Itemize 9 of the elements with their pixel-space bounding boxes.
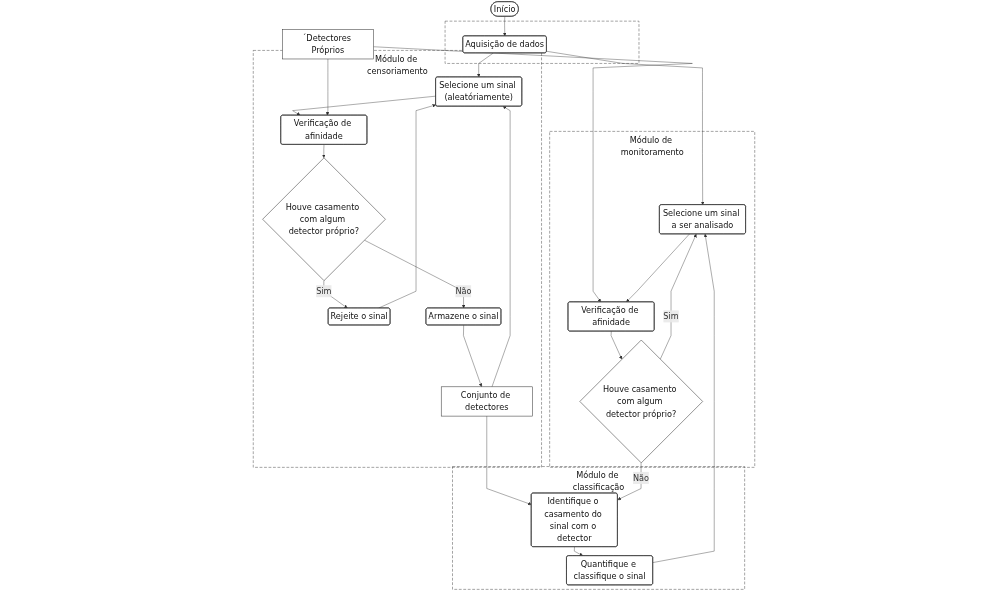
edge-label: Sim [316, 286, 332, 297]
node-diamond: Houve casamento com algum detector próprio? [579, 339, 703, 464]
edge-label: Não [455, 286, 472, 297]
node-diamond: Houve casamento com algum detector próprio? [262, 157, 386, 281]
cluster [444, 20, 640, 64]
node-box: ´Detectores Próprios [282, 29, 374, 60]
edge-label: Sim [663, 311, 679, 322]
edge-label: Não [633, 473, 650, 483]
node-box: Conjunto de detectores [440, 386, 533, 417]
